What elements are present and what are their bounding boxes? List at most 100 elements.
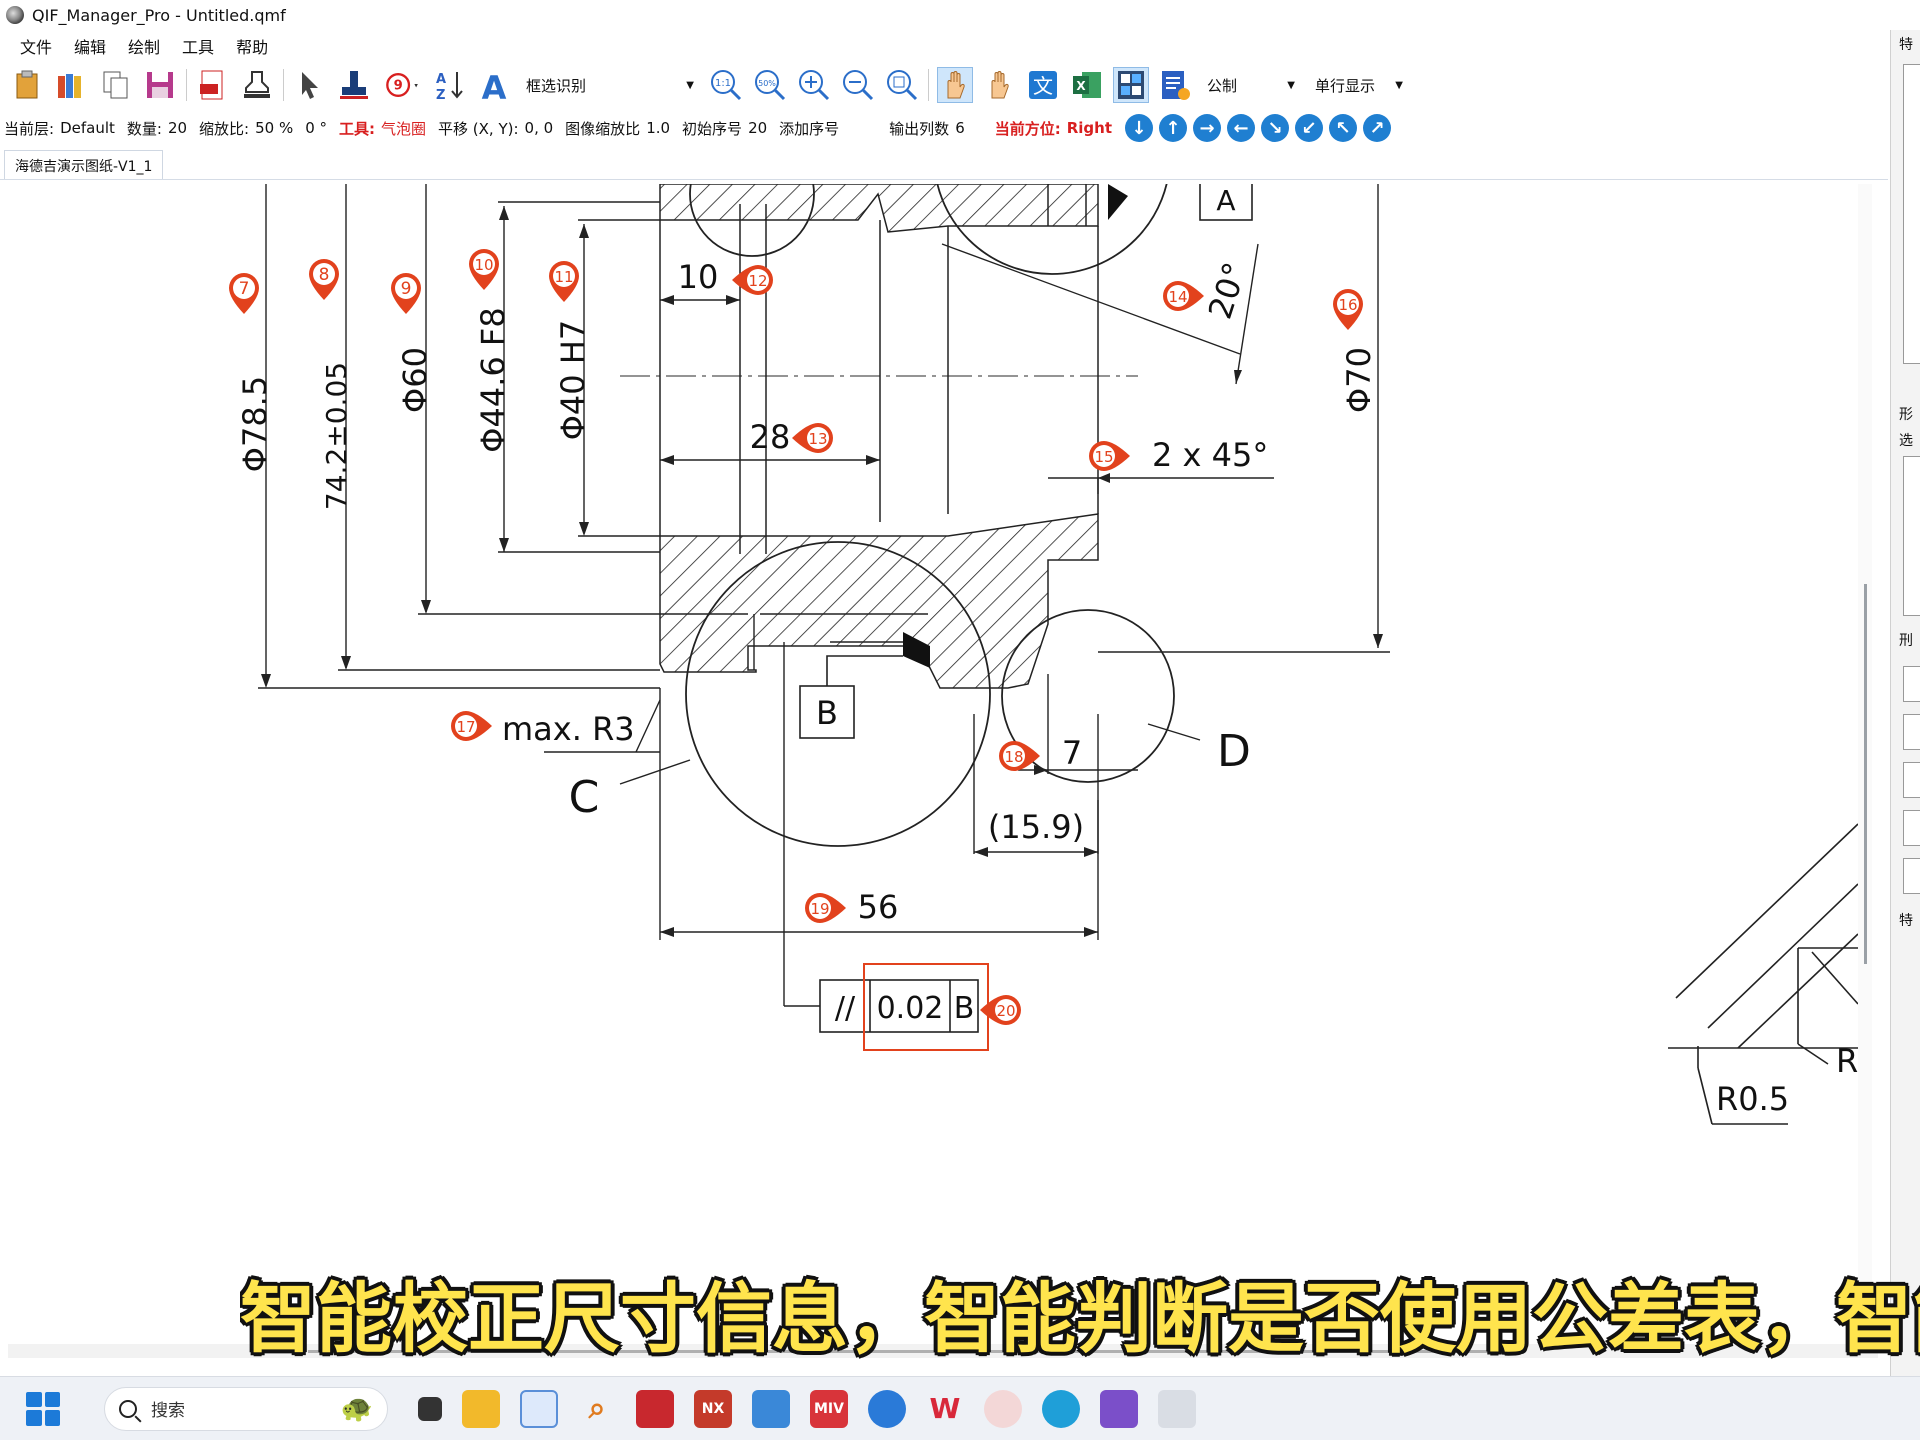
horizontal-scroll-thumb[interactable] [308, 1350, 1508, 1353]
zoom-50-icon[interactable]: 50% [752, 67, 788, 103]
translate-icon[interactable]: 文 [1025, 67, 1061, 103]
balloon-10[interactable]: 10 [468, 248, 500, 290]
chevron-down-icon: ▼ [1287, 79, 1295, 91]
balloon-11[interactable]: 11 [549, 261, 579, 302]
copy-icon[interactable] [98, 67, 134, 103]
browser-icon[interactable] [868, 1389, 906, 1428]
fcf-datum-ref: B [954, 991, 975, 1026]
panel-label-c: 特 [1899, 913, 1913, 929]
initial-sequence-value[interactable]: 20 [748, 119, 768, 137]
nx-icon[interactable]: NX [694, 1389, 732, 1428]
ocr-mode-dropdown[interactable]: 框选识别▼ [520, 69, 700, 101]
detail-circles [685, 184, 1175, 847]
arrow-right-icon[interactable]: → [1193, 114, 1222, 142]
menu-edit[interactable]: 编辑 [74, 38, 107, 57]
balloon-16[interactable]: 16 [1333, 289, 1363, 330]
qif-manager-taskbar-icon[interactable] [1158, 1389, 1196, 1428]
mail-icon[interactable] [520, 1389, 558, 1428]
vertical-scroll-thumb[interactable] [1864, 584, 1867, 964]
balloon-number-icon[interactable]: 9▾ [380, 67, 424, 103]
panel-preview-box[interactable] [1903, 456, 1920, 616]
marker-icon[interactable] [336, 67, 372, 103]
menu-tools[interactable]: 工具 [182, 38, 215, 57]
balloon-20[interactable]: 20 [980, 995, 1021, 1025]
right-detail-view [1668, 823, 1859, 1125]
edge-icon[interactable] [1042, 1389, 1080, 1428]
balloon-15[interactable]: 15 [1089, 441, 1130, 471]
detail-circle-d [1001, 609, 1175, 783]
pdf-export-icon[interactable] [195, 67, 231, 103]
datum-a: A [1108, 184, 1253, 221]
file-explorer-icon[interactable] [462, 1389, 500, 1428]
unit-dropdown[interactable]: 公制▼ [1201, 69, 1301, 101]
initial-sequence-label: 初始序号 [682, 119, 743, 138]
zoom-1to1-icon[interactable]: 1:1 [708, 67, 744, 103]
balloon-12[interactable]: 12 [732, 265, 773, 295]
arrow-up-right-icon[interactable]: ↗ [1363, 114, 1392, 142]
panel-field-1[interactable] [1903, 666, 1920, 702]
menu-draw[interactable]: 绘制 [128, 38, 161, 57]
balloon-7[interactable]: 7 [228, 272, 259, 314]
balloon-9[interactable]: 9 [391, 273, 421, 314]
display-mode-dropdown[interactable]: 单行显示▼ [1309, 69, 1409, 101]
app-1a-icon[interactable] [984, 1389, 1022, 1428]
dim-10-text: Φ44.6 F8 [474, 307, 512, 452]
balloon-number: 19 [810, 900, 829, 918]
ocr-mode-value: 框选识别 [526, 76, 587, 95]
pointer-icon[interactable] [292, 67, 328, 103]
drawing-canvas[interactable]: B A // 0.02 B Φ78.5 74 [8, 184, 1880, 1344]
taskbar-search[interactable]: 搜索 🐢 [104, 1386, 388, 1431]
app-logo-icon [6, 6, 24, 24]
wps-icon[interactable]: W [929, 1392, 961, 1425]
miv-icon[interactable]: MIV [810, 1389, 848, 1428]
panel-field-5[interactable] [1903, 858, 1920, 894]
arrow-down-icon[interactable]: ↓ [1125, 114, 1154, 142]
magnifier-app-icon[interactable]: ⌕ [588, 1391, 606, 1426]
calculator-icon[interactable] [1113, 67, 1149, 103]
dim-8-text: 74.2±0.05 [320, 362, 353, 510]
document-tab[interactable]: 海德吉演示图纸-V1_1 [4, 150, 164, 180]
balloon-19[interactable]: 19 [805, 893, 846, 923]
stamp-icon[interactable] [239, 67, 275, 103]
windows-start-icon[interactable] [26, 1391, 60, 1426]
visual-studio-icon[interactable] [1100, 1389, 1138, 1428]
arrow-down-right-icon[interactable]: ↘ [1261, 114, 1290, 142]
balloon-13[interactable]: 13 [792, 423, 833, 453]
arrow-left-icon[interactable]: ← [1227, 114, 1256, 142]
horizontal-scrollbar[interactable] [8, 1344, 1878, 1358]
report-icon[interactable] [1157, 67, 1193, 103]
zoom-in-icon[interactable] [796, 67, 832, 103]
panel-field-2[interactable] [1903, 714, 1920, 750]
vertical-scrollbar[interactable] [1858, 184, 1872, 1344]
panel-field-3[interactable] [1903, 762, 1920, 798]
task-view-icon[interactable] [418, 1396, 442, 1421]
panel-field-4[interactable] [1903, 810, 1920, 846]
solidworks-icon[interactable] [636, 1389, 674, 1428]
balloon-17[interactable]: 17 [451, 711, 492, 741]
library-icon[interactable] [54, 67, 90, 103]
paste-icon[interactable] [10, 67, 46, 103]
zoom-out-icon[interactable] [840, 67, 876, 103]
panel-list-box[interactable] [1903, 64, 1920, 364]
balloon-number: 9 [401, 279, 412, 299]
hand-select-icon[interactable] [981, 67, 1017, 103]
balloon-8[interactable]: 8 [309, 259, 339, 300]
panel-label-shape: 形 [1899, 407, 1913, 423]
output-columns-value[interactable]: 6 [955, 119, 965, 137]
window-app-icon[interactable] [752, 1389, 790, 1428]
zoom-fit-icon[interactable] [884, 67, 920, 103]
balloon-number: 15 [1094, 448, 1113, 466]
save-icon[interactable] [142, 67, 178, 103]
menu-file[interactable]: 文件 [20, 38, 53, 57]
arrow-down-left-icon[interactable]: ↙ [1295, 114, 1324, 142]
arrow-up-icon[interactable]: ↑ [1159, 114, 1188, 142]
arrow-up-left-icon[interactable]: ↖ [1329, 114, 1358, 142]
image-scale-value[interactable]: 1.0 [646, 119, 671, 137]
text-tool-icon[interactable]: A [476, 67, 512, 103]
menu-help[interactable]: 帮助 [236, 38, 269, 57]
balloon-14[interactable]: 14 [1163, 281, 1204, 311]
hand-pan-icon[interactable] [937, 67, 973, 103]
balloon-18[interactable]: 18 [999, 741, 1040, 771]
excel-icon[interactable]: X [1069, 67, 1105, 103]
